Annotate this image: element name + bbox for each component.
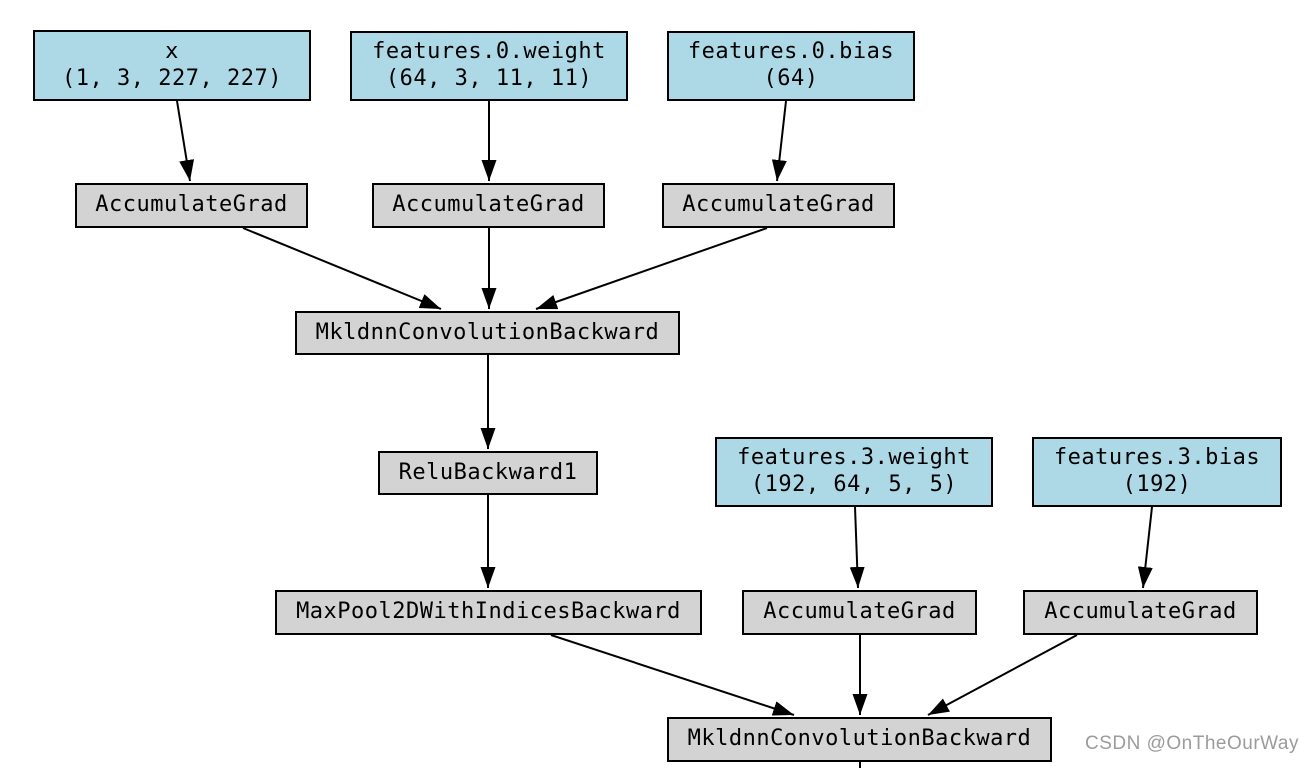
node-label: x <box>165 38 179 64</box>
edge-features-3-weight-to-accumulate-grad-3 <box>849 506 865 589</box>
edge-features-0-bias-to-accumulate-grad-2 <box>771 100 787 182</box>
node-label: (1, 3, 227, 227) <box>62 65 282 91</box>
node-accumulate-grad-3: AccumulateGrad <box>742 590 977 635</box>
node-label: AccumulateGrad <box>1044 599 1237 625</box>
node-features-3-bias: features.3.bias(192) <box>1032 437 1282 507</box>
node-label: features.0.bias <box>687 39 895 65</box>
node-label: (192) <box>1122 472 1192 497</box>
node-accumulate-grad-1: AccumulateGrad <box>372 183 605 228</box>
edge-x-to-accumulate-grad-0 <box>176 100 195 182</box>
node-x: x(1, 3, 227, 227) <box>33 30 311 101</box>
node-label: (192, 64, 5, 5) <box>750 472 958 497</box>
node-label: (64) <box>763 66 819 91</box>
node-label: ReluBackward1 <box>398 459 578 485</box>
edge-accumulate-grad-4-to-mkldnn-convolution-backward-1 <box>927 634 1078 716</box>
node-label: MkldnnConvolutionBackward <box>315 319 660 345</box>
node-mkldnn-convolution-backward-0: MkldnnConvolutionBackward <box>295 311 680 355</box>
watermark: CSDN @OnTheOurWay <box>1085 733 1299 754</box>
node-label: AccumulateGrad <box>763 599 956 625</box>
node-features-0-weight: features.0.weight(64, 3, 11, 11) <box>350 31 628 101</box>
edge-accumulate-grad-2-to-mkldnn-convolution-backward-0 <box>535 227 768 310</box>
node-features-3-weight: features.3.weight(192, 64, 5, 5) <box>715 437 993 507</box>
node-accumulate-grad-0: AccumulateGrad <box>75 183 308 228</box>
edge-accumulate-grad-0-to-mkldnn-convolution-backward-0 <box>242 227 442 310</box>
node-label: features.3.bias <box>1053 445 1261 471</box>
node-label: MaxPool2DWithIndicesBackward <box>296 599 681 625</box>
edge-features-3-bias-to-accumulate-grad-4 <box>1137 506 1153 589</box>
node-label: AccumulateGrad <box>392 192 585 218</box>
node-label: MkldnnConvolutionBackward <box>687 726 1032 752</box>
node-label: features.3.weight <box>737 445 971 471</box>
node-features-0-bias: features.0.bias(64) <box>667 31 915 101</box>
node-relu-backward-1: ReluBackward1 <box>378 451 598 495</box>
node-accumulate-grad-4: AccumulateGrad <box>1023 590 1258 635</box>
node-label: AccumulateGrad <box>95 192 288 218</box>
node-mkldnn-convolution-backward-1: MkldnnConvolutionBackward <box>667 717 1052 762</box>
node-max-pool2d-with-indices-backward: MaxPool2DWithIndicesBackward <box>275 590 702 635</box>
node-label: AccumulateGrad <box>682 192 875 218</box>
node-label: (64, 3, 11, 11) <box>385 66 593 91</box>
edge-max-pool2d-with-indices-backward-to-mkldnn-convolution-backward-1 <box>550 634 795 716</box>
node-label: features.0.weight <box>372 39 606 65</box>
node-accumulate-grad-2: AccumulateGrad <box>662 183 895 228</box>
